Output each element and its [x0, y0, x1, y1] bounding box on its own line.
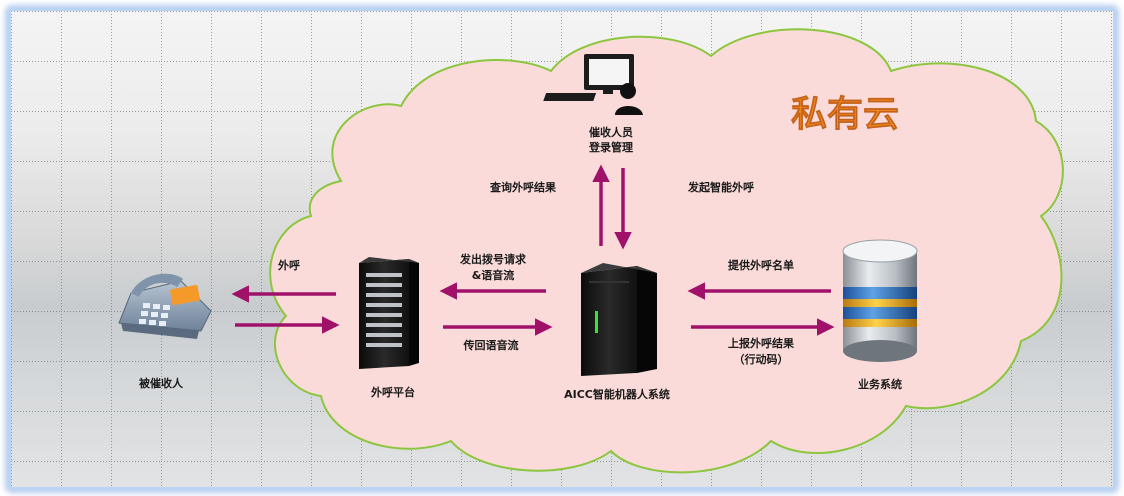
label-outbound-call: 外呼	[277, 258, 300, 272]
telephone-icon	[118, 273, 212, 339]
diagram-frame: 私有云 催收人员 登录管理 查询外呼结果 发起智能外呼	[8, 8, 1116, 490]
cloud-title: 私有云	[791, 93, 899, 135]
aicc-label: AICC智能机器人系统	[564, 387, 670, 401]
database-icon	[842, 239, 918, 362]
operator-computer-icon	[543, 54, 643, 115]
operator-label-line2: 登录管理	[588, 140, 633, 154]
label-query-result: 查询外呼结果	[490, 180, 556, 194]
private-cloud-shape	[269, 28, 1064, 474]
business-label: 业务系统	[858, 377, 902, 391]
diagram-canvas: 私有云 催收人员 登录管理 查询外呼结果 发起智能外呼	[11, 11, 1113, 487]
label-report-result-line1: 上报外呼结果	[728, 336, 794, 350]
label-provide-list: 提供外呼名单	[728, 258, 794, 272]
label-dial-request-line2: &语音流	[472, 268, 515, 282]
platform-label: 外呼平台	[370, 385, 415, 399]
label-start-call: 发起智能外呼	[687, 180, 754, 194]
aicc-server-icon	[581, 263, 657, 376]
outbound-platform-server-icon	[359, 257, 419, 369]
operator-label-line1: 催收人员	[589, 125, 633, 139]
label-return-voice: 传回语音流	[463, 338, 519, 352]
debtor-label: 被催收人	[139, 376, 184, 390]
label-dial-request-line1: 发出拨号请求	[459, 252, 527, 266]
label-report-result-line2: （行动码）	[734, 352, 789, 366]
